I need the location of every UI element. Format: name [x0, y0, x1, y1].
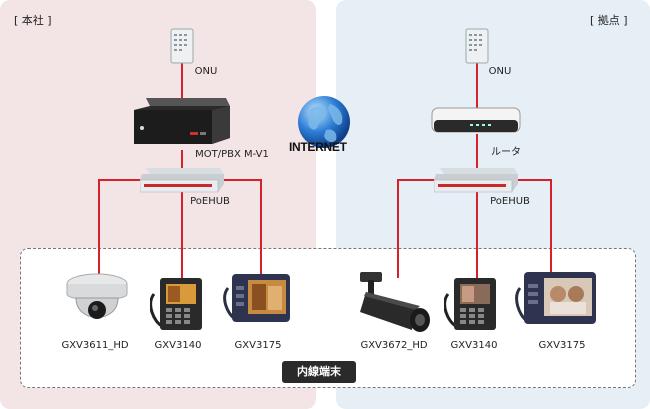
wire-hub-mid-hq [181, 190, 183, 278]
onu-icon [465, 28, 489, 64]
hq-onu-label: ONU [194, 66, 218, 77]
pbx-server-icon [134, 98, 230, 144]
wire-pbx-hub-hq [181, 150, 183, 172]
branch-onu-label: ONU [488, 66, 512, 77]
touch-video-phone-icon [223, 274, 290, 322]
device-caption: GXV3175 [538, 340, 586, 351]
internet-label: INTERNET [289, 140, 347, 154]
device-caption: GXV3140 [450, 340, 498, 351]
wire-drop-gxv3175-hq [260, 248, 262, 278]
wire-hub-right-h-branch [514, 179, 552, 181]
onu-icon [170, 28, 194, 64]
branch-site-label: [ 拠点 ] [590, 14, 628, 27]
hq-hub-label: PoEHUB [190, 196, 230, 207]
wire-router-hub-branch [476, 134, 478, 172]
branch-router-label: ルータ [491, 147, 521, 158]
hq-site-label: [ 本社 ] [14, 14, 52, 27]
branch-hub-label: PoEHUB [490, 196, 530, 207]
device-caption: GXV3611_HD [61, 340, 129, 351]
terminal-label: 内線端末 [282, 361, 356, 383]
wire-drop-bullet [397, 248, 399, 278]
router-icon [431, 107, 521, 133]
wire-hub-mid-branch [476, 190, 478, 278]
wire-hub-right-v-branch [550, 179, 552, 279]
wire-hub-left-h-branch [397, 179, 439, 181]
poe-hub-icon [140, 168, 224, 193]
wire-drop-gxv3140-branch [476, 248, 478, 278]
device-caption: GXV3140 [154, 340, 202, 351]
wire-drop-gxv3140-hq [181, 248, 183, 278]
wire-hub-right-v-hq [260, 179, 262, 279]
hq-pbx-label: MOT/PBX M-V1 [195, 149, 269, 160]
device-caption: GXV3672_HD [360, 340, 428, 351]
device-caption: GXV3175 [234, 340, 282, 351]
wire-hub-left-v-hq [98, 179, 100, 279]
wire-hub-right-h-hq [220, 179, 262, 181]
video-phone-icon [444, 278, 496, 330]
dome-camera-icon [66, 273, 128, 319]
bullet-camera-icon [360, 272, 430, 332]
wire-onu-pbx-hq [181, 62, 183, 104]
wire-onu-router-branch [476, 62, 478, 110]
touch-video-phone-icon [515, 272, 596, 324]
wire-hub-left-v-branch [397, 179, 399, 279]
video-phone-icon [150, 278, 202, 330]
poe-hub-icon [434, 168, 518, 193]
wire-drop-dome [98, 248, 100, 278]
globe-icon [298, 96, 350, 148]
wire-hub-left-h-hq [98, 179, 144, 181]
wire-drop-gxv3175-branch [550, 248, 552, 278]
